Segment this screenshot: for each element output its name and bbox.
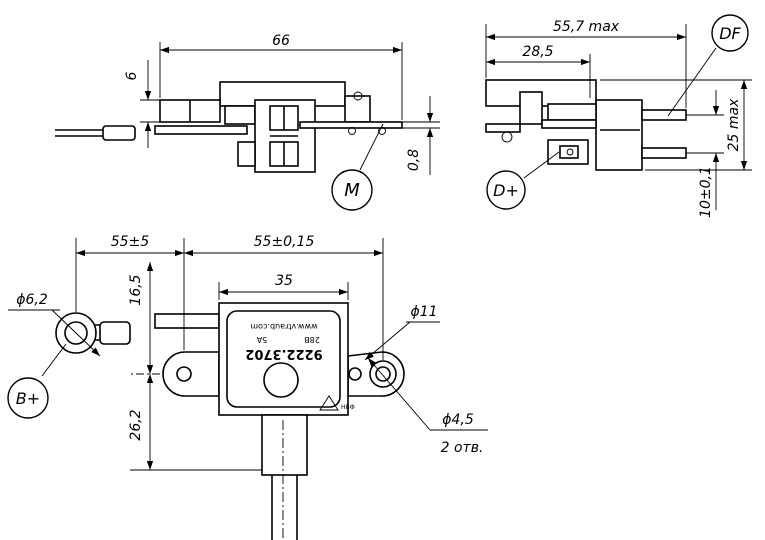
callout-dplus-circle [486,170,526,210]
warning-triangle-icon [319,395,339,411]
ring-terminal-sleeve [99,321,131,345]
tr-blade-df [641,109,687,121]
tl-wire-lug [102,125,136,141]
dim-body-width: 35 [275,273,293,289]
plate-current: 5A [256,335,267,344]
dim-width: 66 [272,33,290,49]
callout-bplus-circle [7,377,49,419]
callout-df-circle [711,14,749,52]
callout-m-circle [331,169,373,211]
dim-hole-count: 2 отв. [441,440,484,456]
tr-connector-block [595,99,643,171]
bottom-view: 9222.3702 28B 5A www.vtraub.com НВФ 55±5… [7,234,488,540]
dim-upper-offset: 16,5 [128,274,144,305]
plate-site: www.vtraub.com [250,322,317,331]
bv-wire-upper [154,313,220,329]
plate-voltage: 28B [304,335,320,344]
top-left-view: 66 6 0,8 M [55,33,440,211]
dim-boss-diameter: ϕ11 [410,304,437,320]
cable-collar [261,414,308,476]
callout-dplus: D+ [493,181,519,200]
dim-thickness: 0,8 [406,149,422,171]
dim-ring-diameter: ϕ6,2 [16,292,48,308]
dim-max-height: 25 max [726,98,742,151]
tl-base-plate [299,121,403,129]
callout-m: M [344,180,360,201]
dim-offset: 28,5 [522,44,553,60]
callout-bplus: B+ [16,389,40,408]
dim-height: 6 [124,71,140,80]
callout-df: DF [719,24,741,43]
dim-spacing: 10±0,1 [698,166,714,218]
plate-part-number: 9222.3702 [245,346,322,361]
dim-lead-length: 55±5 [111,234,150,250]
dim-hole-diameter: ϕ4,5 [442,412,474,428]
tr-blade-2 [641,147,687,159]
plate-mark: НВФ [341,404,355,411]
tl-terminal-block [254,99,316,173]
top-right-view: 55,7 max 28,5 25 max 10±0,1 DF D+ [485,14,752,218]
dim-max-length: 55,7 max [553,19,620,35]
dim-lower-offset: 26,2 [128,409,144,440]
dim-mount-spacing: 55±0,15 [254,234,315,250]
center-screw [263,362,299,398]
